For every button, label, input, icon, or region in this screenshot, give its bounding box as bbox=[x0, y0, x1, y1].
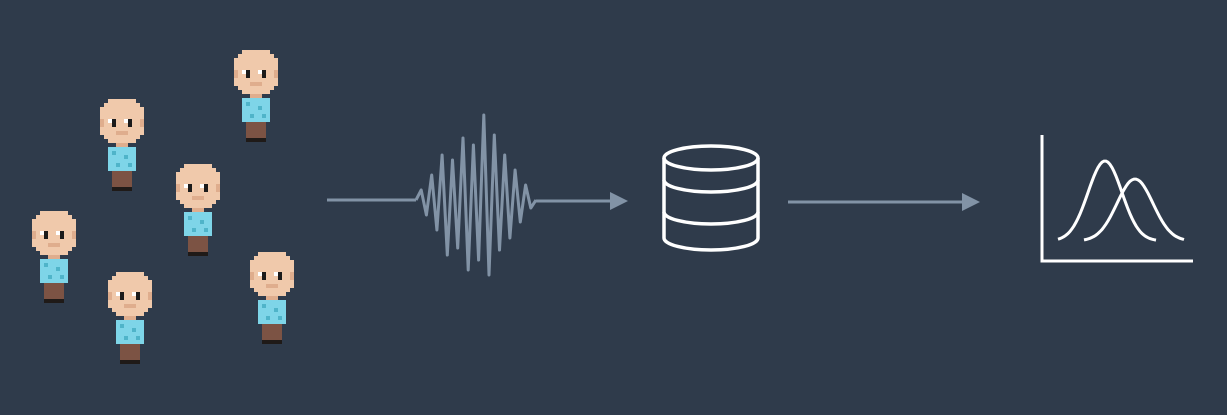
people-group bbox=[32, 50, 294, 364]
distribution-curve bbox=[1083, 177, 1185, 242]
person-icon bbox=[250, 252, 294, 344]
chart-axes bbox=[1040, 135, 1193, 263]
database-band bbox=[662, 211, 760, 226]
arrow-signal-to-database bbox=[536, 192, 628, 210]
database-band bbox=[662, 179, 760, 194]
person-icon bbox=[100, 99, 144, 191]
waveform-icon bbox=[414, 113, 538, 277]
arrow-right-icon bbox=[610, 192, 628, 210]
person-icon bbox=[234, 50, 278, 142]
distribution-chart-icon bbox=[1040, 135, 1193, 263]
database-icon bbox=[662, 144, 760, 252]
person-icon bbox=[108, 272, 152, 364]
person-icon bbox=[32, 211, 76, 303]
signal-group bbox=[327, 113, 538, 277]
arrow-database-to-chart bbox=[788, 193, 980, 211]
person-icon bbox=[176, 164, 220, 256]
arrow-right-icon bbox=[962, 193, 980, 211]
database-top bbox=[662, 144, 760, 172]
distribution-curve bbox=[1057, 159, 1157, 242]
database-body bbox=[662, 158, 760, 252]
